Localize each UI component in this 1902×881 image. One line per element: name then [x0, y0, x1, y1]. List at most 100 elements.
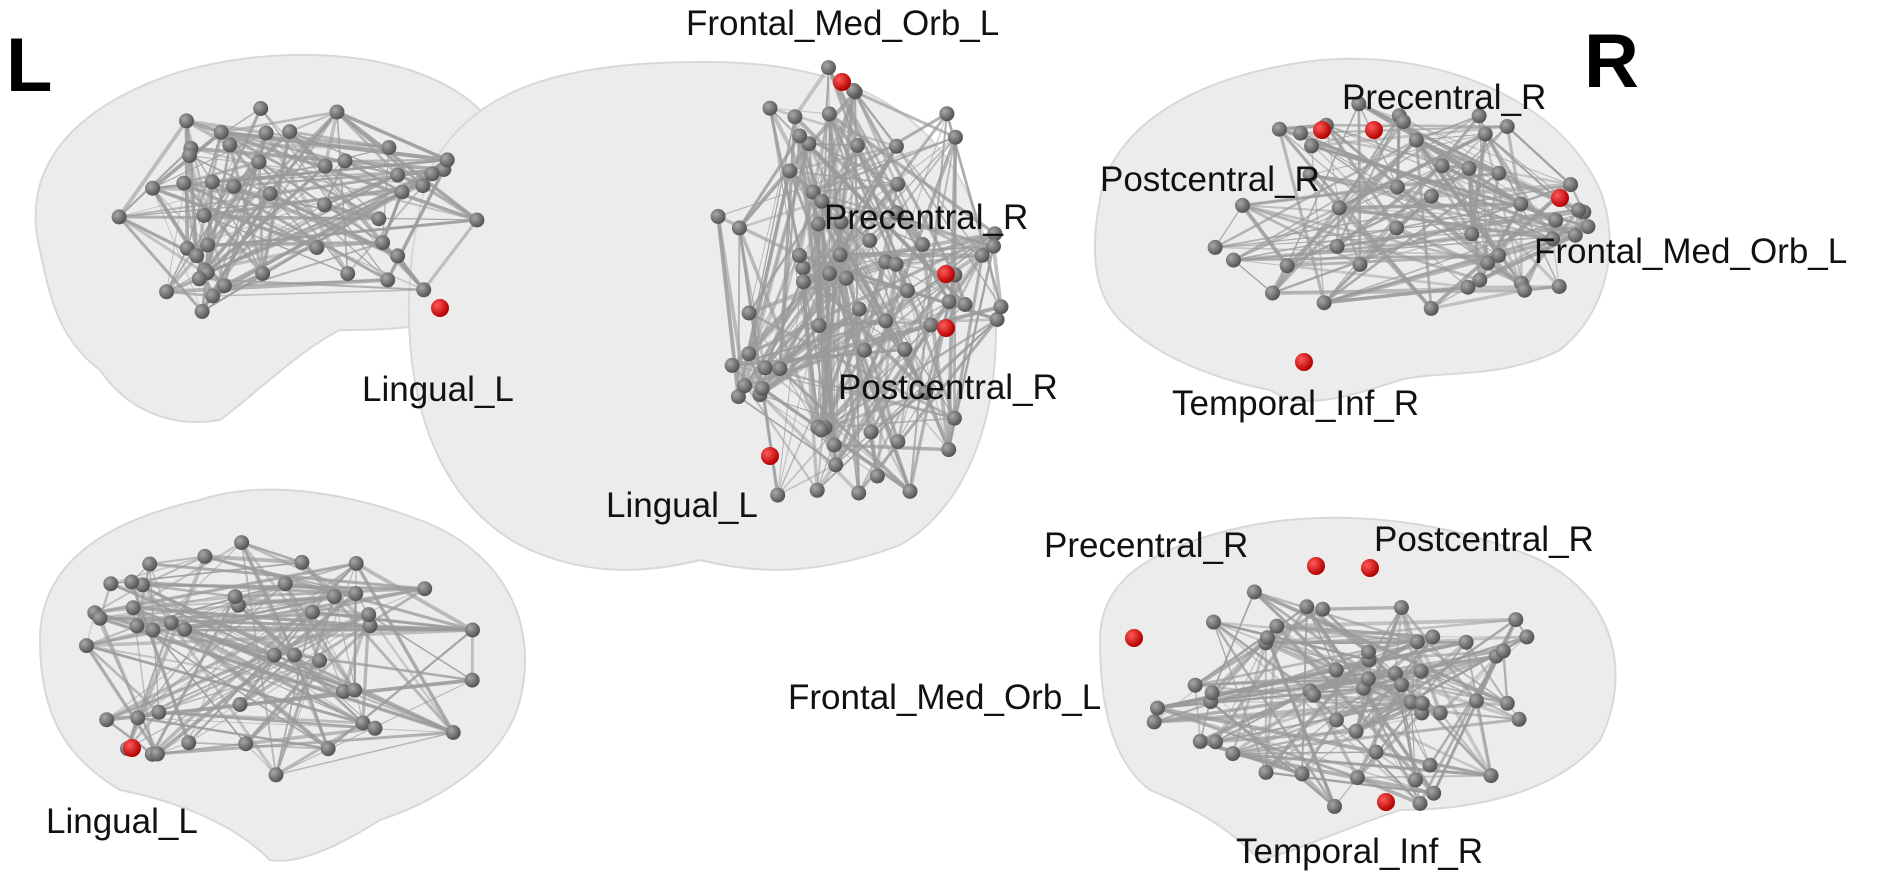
network-edge-right-medial: [1157, 707, 1434, 794]
network-node-superior: [941, 294, 957, 310]
network-node-left-medial: [268, 767, 284, 783]
network-edge-right-lateral: [1357, 103, 1362, 265]
network-edge-left-medial: [137, 716, 329, 750]
network-edge-right-medial: [1232, 752, 1492, 778]
network-node-superior: [869, 468, 885, 484]
network-edge-right-lateral: [1326, 124, 1443, 167]
network-edge-superior: [748, 116, 796, 314]
network-node-left-medial: [355, 715, 371, 731]
network-edge-right-medial: [1465, 641, 1509, 704]
network-edge-right-medial: [1212, 690, 1311, 694]
network-node-right-medial: [1387, 666, 1403, 681]
network-node-superior: [888, 205, 904, 221]
network-edge-right-medial: [1212, 621, 1267, 773]
highlighted-node: [1295, 353, 1313, 371]
network-edges: [85, 66, 1589, 808]
network-node-left-lateral: [179, 113, 194, 129]
network-edge-superior: [777, 308, 860, 496]
network-node-superior: [741, 346, 757, 362]
network-edge-left-medial: [275, 731, 454, 776]
network-edge-superior: [744, 323, 932, 388]
network-node-left-lateral: [213, 124, 229, 140]
network-node-right-medial: [1508, 612, 1524, 628]
network-node-superior: [863, 424, 879, 440]
network-edge-left-medial: [312, 610, 473, 632]
network-node-left-lateral: [226, 178, 242, 194]
network-edge-left-medial: [152, 629, 376, 729]
network-node-left-medial: [142, 556, 158, 572]
network-edge-right-medial: [1211, 692, 1303, 775]
network-edge-right-lateral: [1323, 115, 1480, 304]
network-edge-superior: [876, 392, 927, 477]
network-node-right-lateral: [1408, 132, 1424, 148]
network-edge-superior: [743, 91, 857, 387]
network-edge-right-medial: [1399, 606, 1443, 714]
network-node-superior: [795, 260, 811, 276]
network-node-right-medial: [1414, 695, 1430, 711]
network-node-left-lateral: [189, 248, 205, 264]
network-node-superior: [791, 247, 807, 263]
network-edge-left-medial: [85, 645, 158, 755]
network-node-superior: [730, 389, 746, 405]
network-node-left-lateral: [329, 104, 345, 120]
network-edge-right-lateral: [1484, 133, 1589, 228]
network-node-left-medial: [92, 610, 108, 626]
network-node-right-medial: [1394, 677, 1409, 693]
network-edge-right-lateral: [1395, 226, 1523, 285]
network-node-right-medial: [1225, 746, 1241, 762]
network-node-right-medial: [1150, 700, 1165, 716]
network-edge-right-lateral: [1278, 128, 1469, 288]
network-node-right-lateral: [1351, 96, 1367, 112]
network-node-superior: [832, 247, 848, 263]
network-edge-superior: [743, 112, 949, 387]
network-node-left-lateral: [111, 209, 127, 225]
network-node-superior: [813, 422, 829, 438]
network-edge-left-medial: [184, 595, 335, 631]
network-edge-left-lateral: [212, 289, 424, 297]
network-node-left-medial: [103, 576, 119, 592]
network-node-right-lateral: [1329, 238, 1345, 254]
label-frontal-med-orb-l-right-medial: Frontal_Med_Orb_L: [788, 678, 1102, 717]
network-edge-left-medial: [149, 563, 160, 713]
network-edge-right-lateral: [1552, 238, 1560, 287]
network-edge-left-medial: [327, 629, 474, 750]
network-edge-right-medial: [1428, 650, 1505, 766]
network-edge-left-lateral: [289, 111, 338, 133]
network-node-right-medial: [1432, 705, 1448, 721]
network-node-left-medial: [129, 618, 145, 634]
network-node-right-medial: [1348, 723, 1364, 739]
network-edge-right-medial: [1300, 772, 1336, 808]
network-edge-left-lateral: [223, 190, 403, 288]
network-node-right-lateral: [1352, 256, 1368, 272]
network-edge-left-medial: [149, 555, 206, 566]
network-edge-right-lateral: [1396, 125, 1508, 229]
network-node-left-lateral: [145, 180, 161, 196]
network-edge-superior: [895, 231, 996, 267]
network-node-right-medial: [1412, 796, 1428, 811]
network-edge-left-medial: [131, 581, 295, 656]
network-edge-right-medial: [1232, 751, 1435, 796]
network-edge-right-medial: [1212, 621, 1336, 808]
network-edge-right-medial: [1211, 591, 1256, 694]
network-node-right-medial: [1258, 764, 1274, 780]
network-edge-left-medial: [158, 711, 376, 730]
network-node-right-lateral: [1461, 160, 1477, 176]
network-edge-right-lateral: [1441, 164, 1557, 222]
network-edge-right-lateral: [1335, 164, 1444, 248]
network-edge-superior: [834, 443, 949, 452]
label-temporal-inf-r-right-lateral: Temporal_Inf_R: [1172, 384, 1420, 423]
network-node-superior: [939, 106, 955, 122]
network-node-right-medial: [1425, 629, 1441, 645]
network-edge-superior: [821, 199, 994, 248]
network-edge-left-medial: [106, 583, 286, 721]
network-edge-right-lateral: [1278, 128, 1433, 310]
network-edge-left-lateral: [344, 158, 448, 162]
network-node-right-lateral: [1499, 119, 1515, 134]
network-edge-left-lateral: [118, 185, 234, 218]
network-edge-right-lateral: [1403, 121, 1556, 221]
network-node-right-lateral: [1316, 295, 1332, 311]
network-edge-superior: [738, 135, 801, 229]
network-edge-superior: [885, 320, 931, 326]
network-node-superior: [946, 410, 962, 426]
network-node-right-lateral: [1207, 239, 1223, 255]
